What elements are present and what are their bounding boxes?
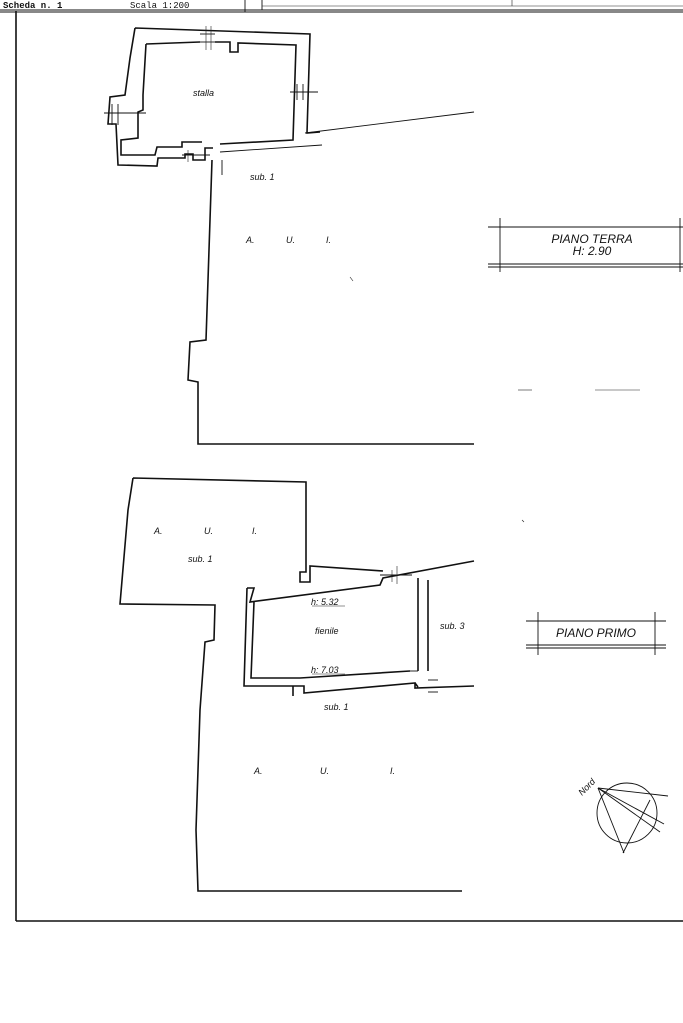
piano-terra-title-box: PIANO TERRA H: 2.90 bbox=[488, 218, 683, 272]
aui-top-i: I. bbox=[252, 526, 257, 536]
piano-primo-plan: A. U. I. sub. 1 h: 5.32 fienile h: 7.03 … bbox=[119, 477, 475, 892]
stalla-inner-wall bbox=[120, 41, 297, 156]
aui-label-a: A. bbox=[245, 235, 255, 245]
piano-terra-height: H: 2.90 bbox=[573, 244, 612, 258]
piano-primo-title-box: PIANO PRIMO bbox=[526, 612, 666, 655]
fienile-room bbox=[243, 560, 475, 694]
title-block: Scheda n. 1 Scala 1:200 bbox=[0, 0, 683, 13]
aui-bottom-i: I. bbox=[390, 766, 395, 776]
room-label-stalla: stalla bbox=[193, 88, 214, 98]
compass-label-nord: Nord bbox=[576, 776, 598, 798]
piano-terra-title: PIANO TERRA bbox=[551, 232, 632, 246]
piano-primo-title: PIANO PRIMO bbox=[556, 626, 636, 640]
room-label-sub1-top: sub. 1 bbox=[188, 554, 213, 564]
aui-courtyard-edge bbox=[187, 159, 474, 445]
room-label-fienile: fienile bbox=[315, 626, 339, 636]
scale-label: Scala 1:200 bbox=[130, 1, 189, 11]
scheda-label: Scheda n. 1 bbox=[3, 1, 63, 11]
stalla-outer-wall bbox=[107, 27, 321, 167]
height-label-bottom: h: 7.03 bbox=[311, 665, 339, 675]
aui-top-a: A. bbox=[153, 526, 163, 536]
door-marks bbox=[104, 26, 318, 162]
faint-marks bbox=[518, 389, 640, 523]
aui-top-u: U. bbox=[204, 526, 213, 536]
room-label-sub3: sub. 3 bbox=[440, 621, 465, 631]
room-label-sub1: sub. 1 bbox=[250, 172, 275, 182]
piano-terra-plan: stalla sub. 1 A. U. I. bbox=[104, 26, 475, 445]
aui-bottom-a: A. bbox=[253, 766, 263, 776]
aui-label-i: I. bbox=[326, 235, 331, 245]
aui-bottom-u: U. bbox=[320, 766, 329, 776]
height-label-top: h: 5.32 bbox=[311, 597, 339, 607]
room-label-sub1-bottom: sub. 1 bbox=[324, 702, 349, 712]
aui-label-u: U. bbox=[286, 235, 295, 245]
north-compass-icon: Nord bbox=[576, 776, 669, 854]
sheet-frame bbox=[15, 11, 683, 922]
aui-upper-block bbox=[119, 477, 462, 892]
